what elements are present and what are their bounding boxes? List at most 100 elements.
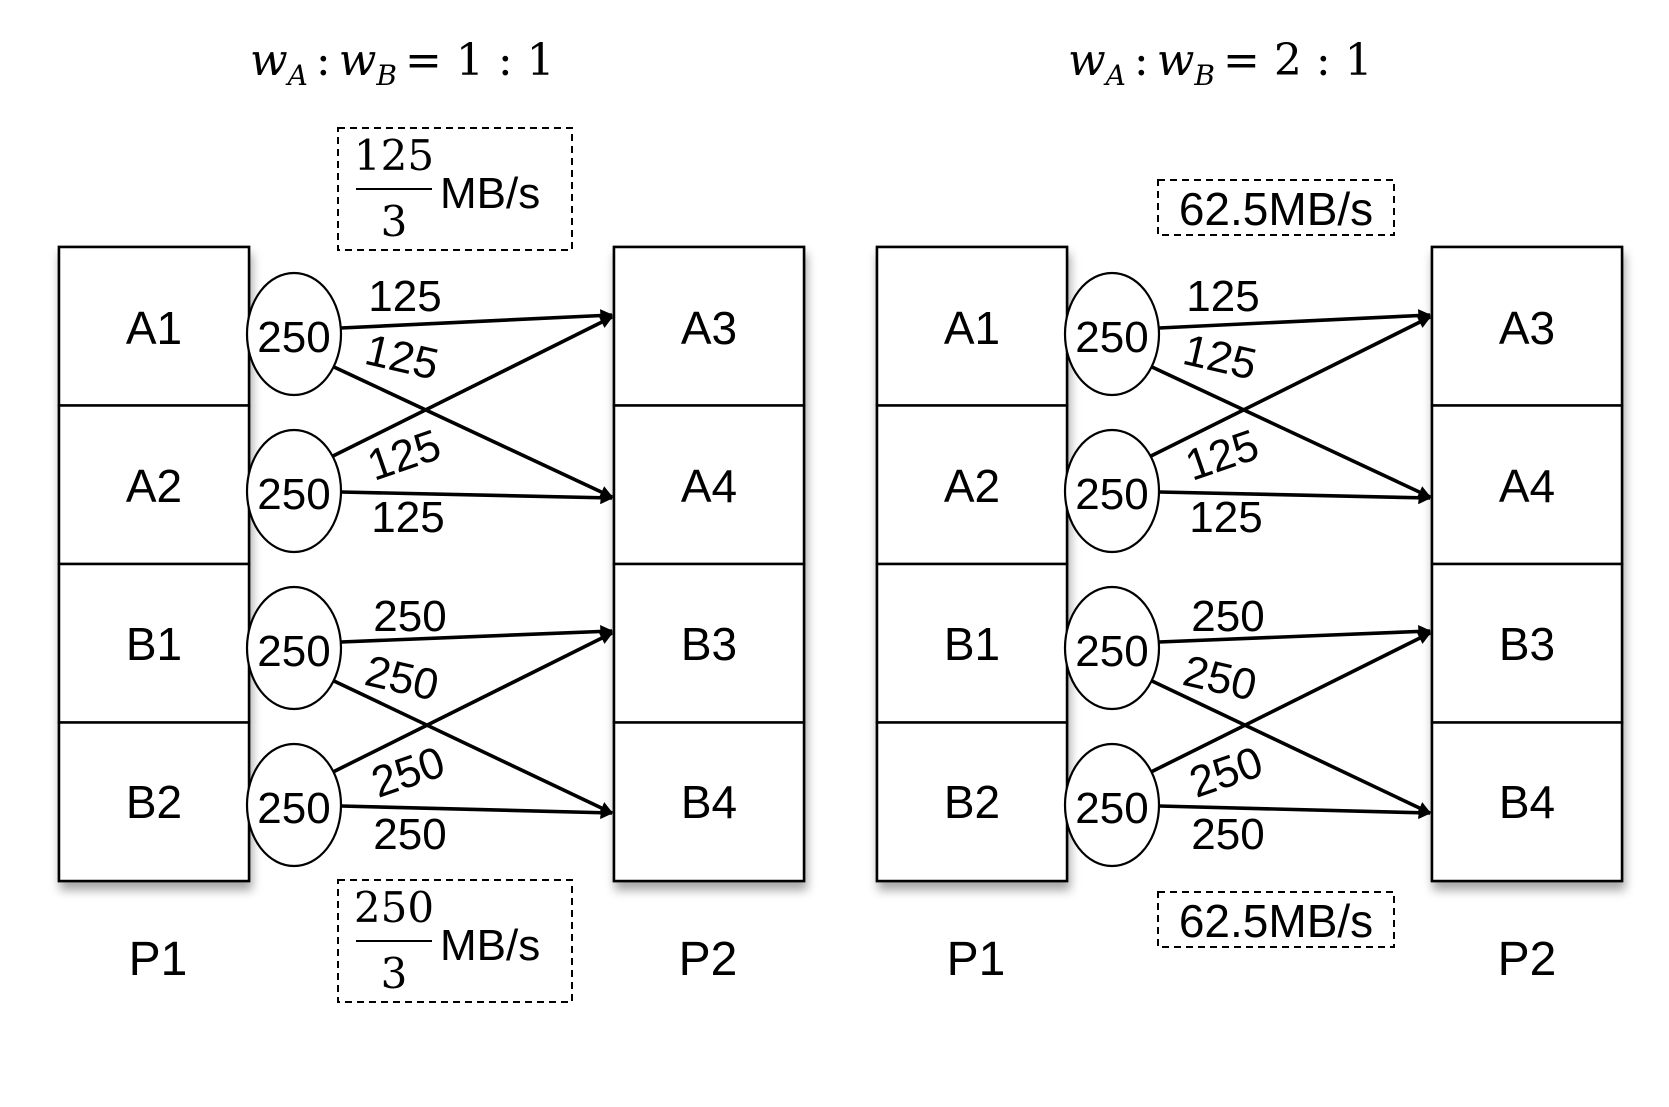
ratio-title: wA:wB= 2 : 1: [1068, 35, 1373, 92]
source-group-label: P1: [129, 933, 188, 986]
edge-label: 125: [1179, 325, 1262, 389]
svg-text:250: 250: [1075, 313, 1148, 362]
destination-node-a4: A4: [612, 404, 806, 566]
flow-arrow: [1150, 631, 1432, 774]
source-column-p1: A1 A2 B1 B2: [57, 245, 251, 883]
flow-arrow: [340, 309, 614, 330]
svg-text:250: 250: [1075, 784, 1148, 833]
destination-node-label: A3: [1499, 302, 1555, 354]
rate-box-bottom: 62.5MB/s: [1157, 891, 1395, 948]
source-node-b1: B1: [875, 562, 1069, 724]
capacity-bubble: 250: [245, 428, 343, 554]
edge-label: 125: [371, 493, 444, 542]
flow-arrow: [332, 315, 614, 458]
edge-label: 250: [1191, 592, 1264, 641]
destination-group-label: P2: [679, 933, 738, 986]
destination-node-b4: B4: [1430, 721, 1624, 883]
destination-node-label: B4: [1499, 776, 1555, 828]
source-node-b2: B2: [875, 721, 1069, 883]
flow-arrow: [333, 365, 614, 499]
flow-arrow: [333, 679, 614, 815]
edge-label: 250: [373, 810, 446, 859]
flow-arrow: [340, 490, 614, 505]
edge-label: 125: [361, 325, 444, 389]
flow-arrow: [340, 804, 614, 820]
rate-top-numerator: 125: [354, 131, 434, 180]
rate-box-bottom: 250 3 MB/s: [337, 879, 573, 1003]
svg-text:250: 250: [257, 313, 330, 362]
destination-node-a4: A4: [1430, 404, 1624, 566]
flow-arrow: [1151, 679, 1432, 815]
rate-top-denominator: 3: [381, 197, 408, 246]
destination-node-label: B4: [681, 776, 737, 828]
capacity-bubbles: 250 250 250 250: [245, 271, 343, 868]
panel-weights-1-1: wA:wB= 1 : 1 125 3 MB/s A1 A2 B1: [57, 35, 806, 1003]
edge-label: 250: [373, 592, 446, 641]
svg-text:250: 250: [257, 784, 330, 833]
rate-box-top: 125 3 MB/s: [337, 127, 573, 251]
destination-node-label: A4: [681, 460, 737, 512]
edge-labels: 125 125 125 125 250 250 250 250: [361, 272, 451, 859]
capacity-bubble: 250: [245, 742, 343, 868]
capacity-bubble: 250: [1063, 271, 1161, 397]
destination-node-label: B3: [1499, 618, 1555, 670]
edge-label: 125: [368, 272, 441, 321]
source-node-label: B1: [126, 618, 182, 670]
rate-bottom-text: 62.5MB/s: [1179, 895, 1373, 947]
source-node-b2: B2: [57, 721, 251, 883]
edge-label: 250: [1191, 810, 1264, 859]
destination-column-p2: A3 A4 B3 B4: [1430, 245, 1624, 883]
source-node-a2: A2: [875, 404, 1069, 566]
capacity-bubble: 250: [1063, 585, 1161, 711]
svg-text:250: 250: [257, 470, 330, 519]
rate-bottom-unit: MB/s: [440, 921, 540, 970]
source-node-label: A2: [126, 460, 182, 512]
flow-arrow: [340, 624, 614, 644]
rate-bottom-denominator: 3: [381, 949, 408, 998]
source-node-label: A1: [944, 302, 1000, 354]
flow-arrow: [1158, 309, 1432, 330]
capacity-bubble: 250: [245, 271, 343, 397]
flow-edges: [1150, 309, 1432, 820]
source-node-label: B2: [944, 776, 1000, 828]
rate-top-unit: MB/s: [440, 169, 540, 218]
flow-arrow: [1158, 804, 1432, 820]
flow-arrow: [1158, 490, 1432, 505]
panel-weights-2-1: wA:wB= 2 : 1 62.5MB/s A1 A2 B1 B2: [875, 35, 1624, 986]
flow-arrow: [1150, 315, 1432, 458]
edge-label: 125: [361, 420, 446, 490]
source-node-a1: A1: [57, 245, 251, 407]
capacity-bubbles: 250 250 250 250: [1063, 271, 1161, 868]
destination-node-a3: A3: [1430, 245, 1624, 407]
source-node-label: A2: [944, 460, 1000, 512]
destination-node-label: B3: [681, 618, 737, 670]
destination-group-label: P2: [1498, 933, 1557, 986]
svg-text:250: 250: [1075, 470, 1148, 519]
source-group-label: P1: [947, 933, 1006, 986]
capacity-bubble: 250: [1063, 428, 1161, 554]
destination-node-label: A3: [681, 302, 737, 354]
flow-arrow: [1158, 624, 1432, 644]
source-node-label: A1: [126, 302, 182, 354]
destination-node-b4: B4: [612, 721, 806, 883]
destination-node-a3: A3: [612, 245, 806, 407]
edge-label: 125: [1189, 493, 1262, 542]
edge-labels: 125 125 125 125 250 250 250 250: [1179, 272, 1269, 859]
source-node-label: B1: [944, 618, 1000, 670]
svg-text:250: 250: [257, 627, 330, 676]
source-node-b1: B1: [57, 562, 251, 724]
destination-node-b3: B3: [612, 562, 806, 724]
svg-text:250: 250: [1075, 627, 1148, 676]
capacity-bubble: 250: [1063, 742, 1161, 868]
source-node-a1: A1: [875, 245, 1069, 407]
flow-arrow: [1151, 365, 1432, 499]
rate-bottom-numerator: 250: [354, 883, 434, 932]
destination-node-label: A4: [1499, 460, 1555, 512]
source-column-p1: A1 A2 B1 B2: [875, 245, 1069, 883]
edge-label: 125: [1186, 272, 1259, 321]
destination-node-b3: B3: [1430, 562, 1624, 724]
destination-column-p2: A3 A4 B3 B4: [612, 245, 806, 883]
ratio-title: wA:wB= 1 : 1: [250, 35, 555, 92]
